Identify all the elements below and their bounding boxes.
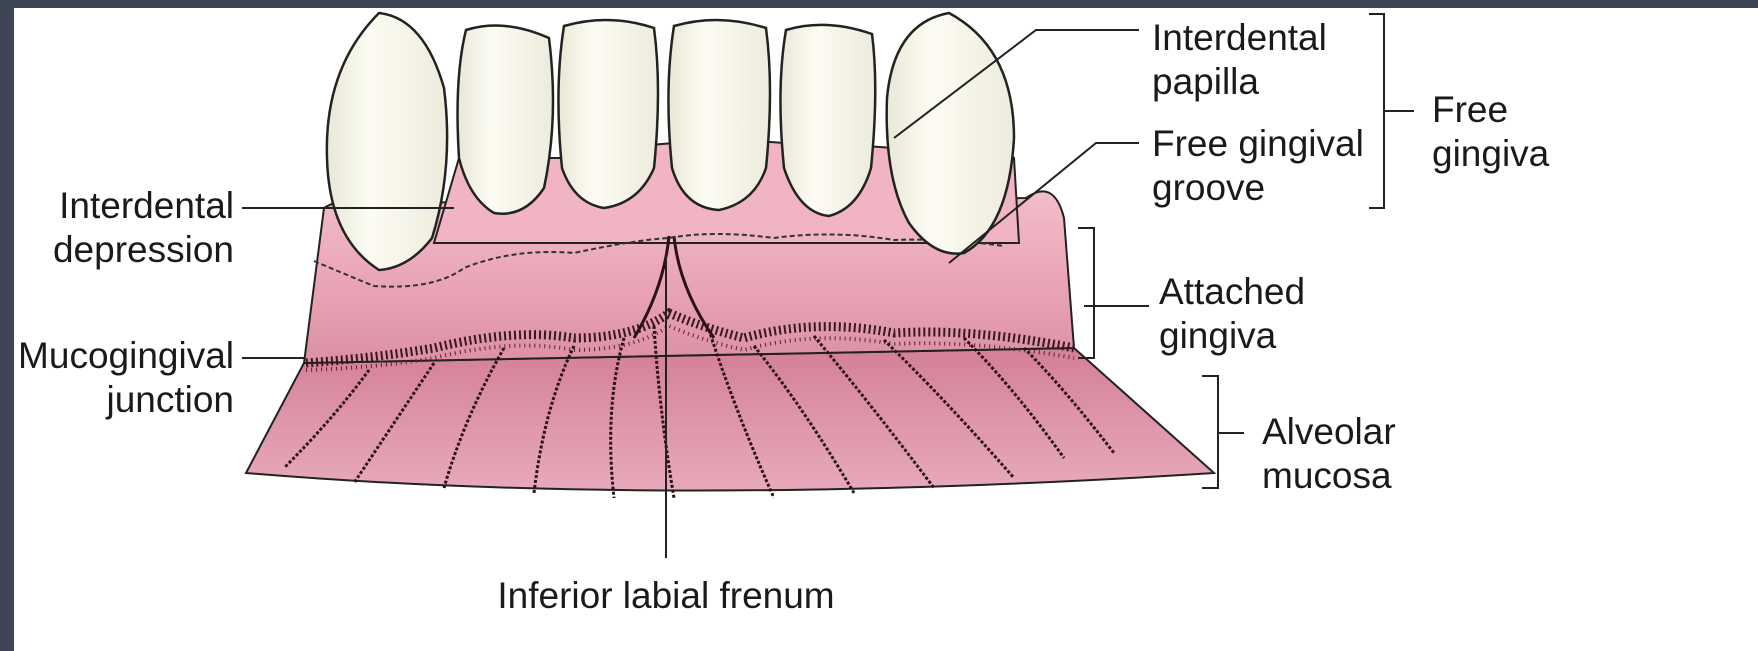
alveolar-mucosa-region: [246, 348, 1214, 491]
tooth-5: [780, 25, 875, 216]
label-inferior-labial-frenum: Inferior labial frenum: [486, 574, 846, 618]
tooth-4: [668, 20, 770, 210]
tooth-3: [558, 20, 658, 208]
tooth-2: [458, 26, 553, 214]
tooth-1: [327, 13, 447, 270]
tooth-6: [887, 13, 1014, 254]
